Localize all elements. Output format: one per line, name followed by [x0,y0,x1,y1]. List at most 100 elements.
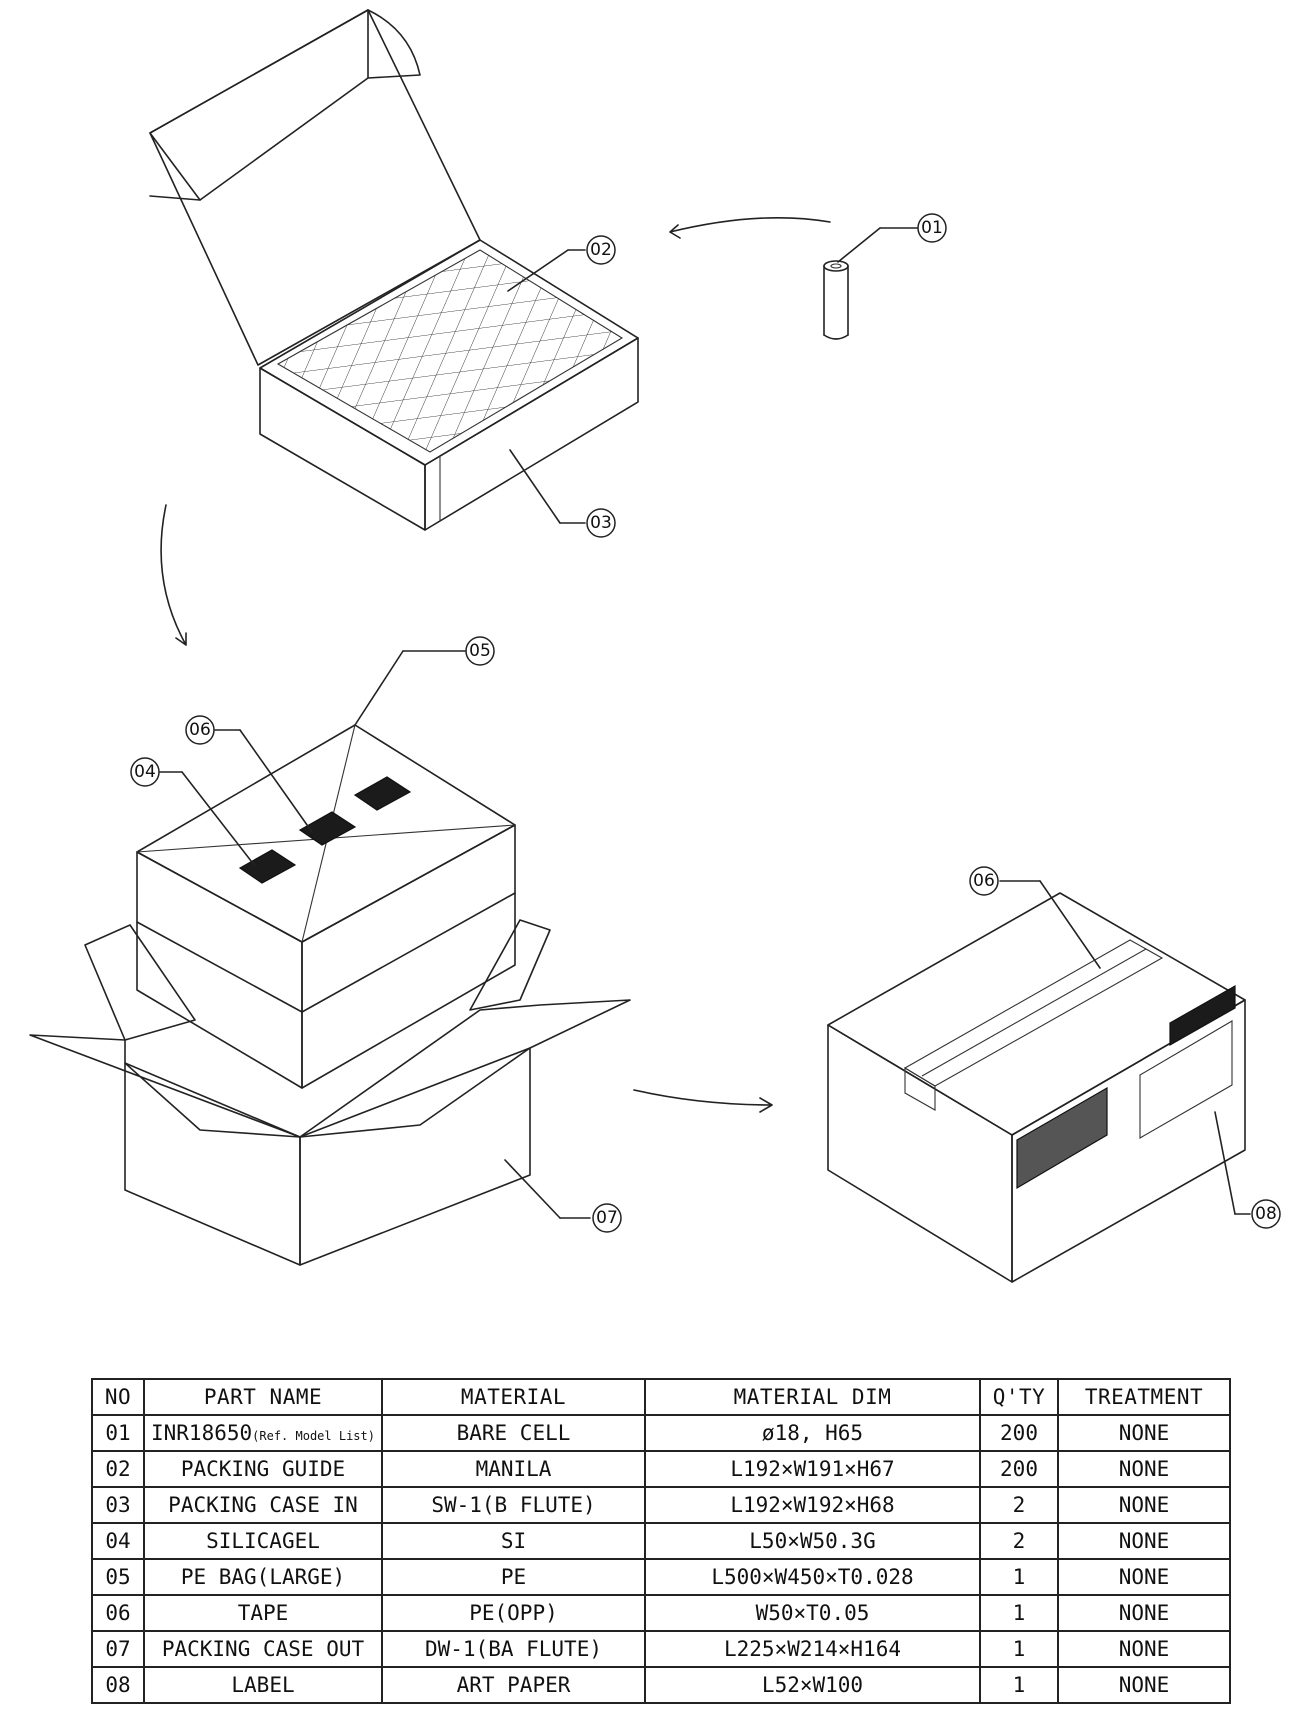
cell-no-text: 06 [105,1601,131,1625]
header-treatment: TREATMENT [1057,1378,1231,1416]
cell-treatment: NONE [1057,1522,1231,1560]
svg-text:06: 06 [973,871,995,891]
cell-part-name: INR18650(Ref. Model List) [143,1414,383,1452]
cell-material-dim-text: L192×W192×H68 [730,1493,895,1517]
cell-qty-text: 2 [1012,1529,1026,1553]
cell-part-name: PE BAG(LARGE) [143,1558,383,1596]
cell-qty-text: 1 [1012,1637,1026,1661]
cell-no-text: 04 [105,1529,131,1553]
cell-no: 07 [91,1630,145,1668]
cell-qty: 1 [979,1666,1059,1704]
cell-treatment-text: NONE [1118,1421,1170,1445]
inner-packing-case-open [149,9,639,531]
exploded-view-svg: 01 02 03 04 05 06 06 07 08 [29,9,1281,1283]
svg-text:06: 06 [189,720,211,740]
sealed-outer-case [827,880,1251,1283]
cell-material-dim-text: L50×W50.3G [749,1529,876,1553]
cell-material-dim: L500×W450×T0.028 [644,1558,981,1596]
table-row: 04 SILICAGEL SI L50×W50.3G 2 NONE [91,1522,1231,1560]
cell-part-name: PACKING CASE OUT [143,1630,383,1668]
table-row: 01 INR18650(Ref. Model List) BARE CELL ø18,… [91,1414,1231,1452]
cell-qty: 1 [979,1594,1059,1632]
cell-material-dim-text: ø18, H65 [761,1421,864,1445]
cell-part-name: PACKING GUIDE [143,1450,383,1488]
callout-07: 07 [592,1203,622,1233]
header-no: NO [91,1378,145,1416]
cell-treatment: NONE [1057,1486,1231,1524]
cell-material-dim-text: W50×T0.05 [755,1601,870,1625]
arrow-cell-to-case [669,216,831,239]
cell-no-text: 07 [105,1637,131,1661]
cell-no-text: 02 [105,1457,131,1481]
cell-part-name: TAPE [143,1594,383,1632]
callout-01: 01 [917,213,947,243]
cell-material-dim: ø18, H65 [644,1414,981,1452]
cell-material-text: SI [500,1529,527,1553]
cell-material: ART PAPER [381,1666,646,1704]
cell-material: PE [381,1558,646,1596]
callout-05: 05 [465,636,495,666]
cell-material-text: DW-1(BA FLUTE) [424,1637,602,1661]
cell-material: SW-1(B FLUTE) [381,1486,646,1524]
svg-text:03: 03 [590,513,612,533]
cell-qty: 2 [979,1522,1059,1560]
cell-treatment-text: NONE [1118,1673,1170,1697]
cell-no-text: 08 [105,1673,131,1697]
callout-06-bag: 06 [185,715,215,745]
cell-no-text: 03 [105,1493,131,1517]
cell-material-text: PE(OPP) [469,1601,558,1625]
battery-cell [823,227,918,340]
cell-material: MANILA [381,1450,646,1488]
cell-qty: 2 [979,1486,1059,1524]
leader-02 [507,249,569,292]
cell-material-dim: L50×W50.3G [644,1522,981,1560]
cell-qty-text: 1 [1012,1601,1026,1625]
cell-no-text: 01 [105,1421,131,1445]
cell-material-text: BARE CELL [456,1421,571,1445]
cell-material-text: ART PAPER [456,1673,571,1697]
cell-treatment: NONE [1057,1558,1231,1596]
cell-part-name: SILICAGEL [143,1522,383,1560]
cell-no: 08 [91,1666,145,1704]
cell-no: 05 [91,1558,145,1596]
cell-material-dim-text: L192×W191×H67 [730,1457,895,1481]
cell-material-dim: L225×W214×H164 [644,1630,981,1668]
cell-no: 01 [91,1414,145,1452]
cell-part-name-text: SILICAGEL [206,1529,320,1553]
callout-04: 04 [130,757,160,787]
callout-08: 08 [1251,1199,1281,1229]
cell-part-name-text: INR18650 [151,1421,253,1445]
header-material-dim: MATERIAL DIM [644,1378,981,1416]
table-header-row: NO PART NAME MATERIAL MATERIAL DIM Q'TY … [91,1378,1231,1416]
cell-treatment: NONE [1057,1450,1231,1488]
cell-material: BARE CELL [381,1414,646,1452]
bill-of-materials-table: NO PART NAME MATERIAL MATERIAL DIM Q'TY … [91,1378,1231,1704]
cell-treatment: NONE [1057,1414,1231,1452]
svg-text:05: 05 [469,641,491,661]
callout-06-tape: 06 [969,866,999,896]
arrow-to-sealed-box [633,1089,773,1113]
cell-qty: 1 [979,1630,1059,1668]
cell-part-name-text: PACKING CASE IN [168,1493,358,1517]
cell-material-dim: L192×W191×H67 [644,1450,981,1488]
cell-treatment-text: NONE [1118,1637,1170,1661]
cell-material: PE(OPP) [381,1594,646,1632]
cell-qty: 200 [979,1450,1059,1488]
cell-material-dim: L52×W100 [644,1666,981,1704]
cell-no: 02 [91,1450,145,1488]
cell-treatment-text: NONE [1118,1493,1170,1517]
cell-qty-text: 2 [1012,1493,1026,1517]
part-note: (Ref. Model List) [252,1429,375,1443]
cell-treatment: NONE [1057,1594,1231,1632]
cell-treatment: NONE [1057,1630,1231,1668]
cell-part-name-text: PACKING GUIDE [180,1457,346,1481]
cell-qty: 1 [979,1558,1059,1596]
cell-material-text: SW-1(B FLUTE) [431,1493,596,1517]
cell-qty-text: 1 [1012,1673,1026,1697]
cell-part-name-text: PE BAG(LARGE) [180,1565,346,1589]
cell-qty-text: 1 [1012,1565,1026,1589]
cell-treatment-text: NONE [1118,1565,1170,1589]
